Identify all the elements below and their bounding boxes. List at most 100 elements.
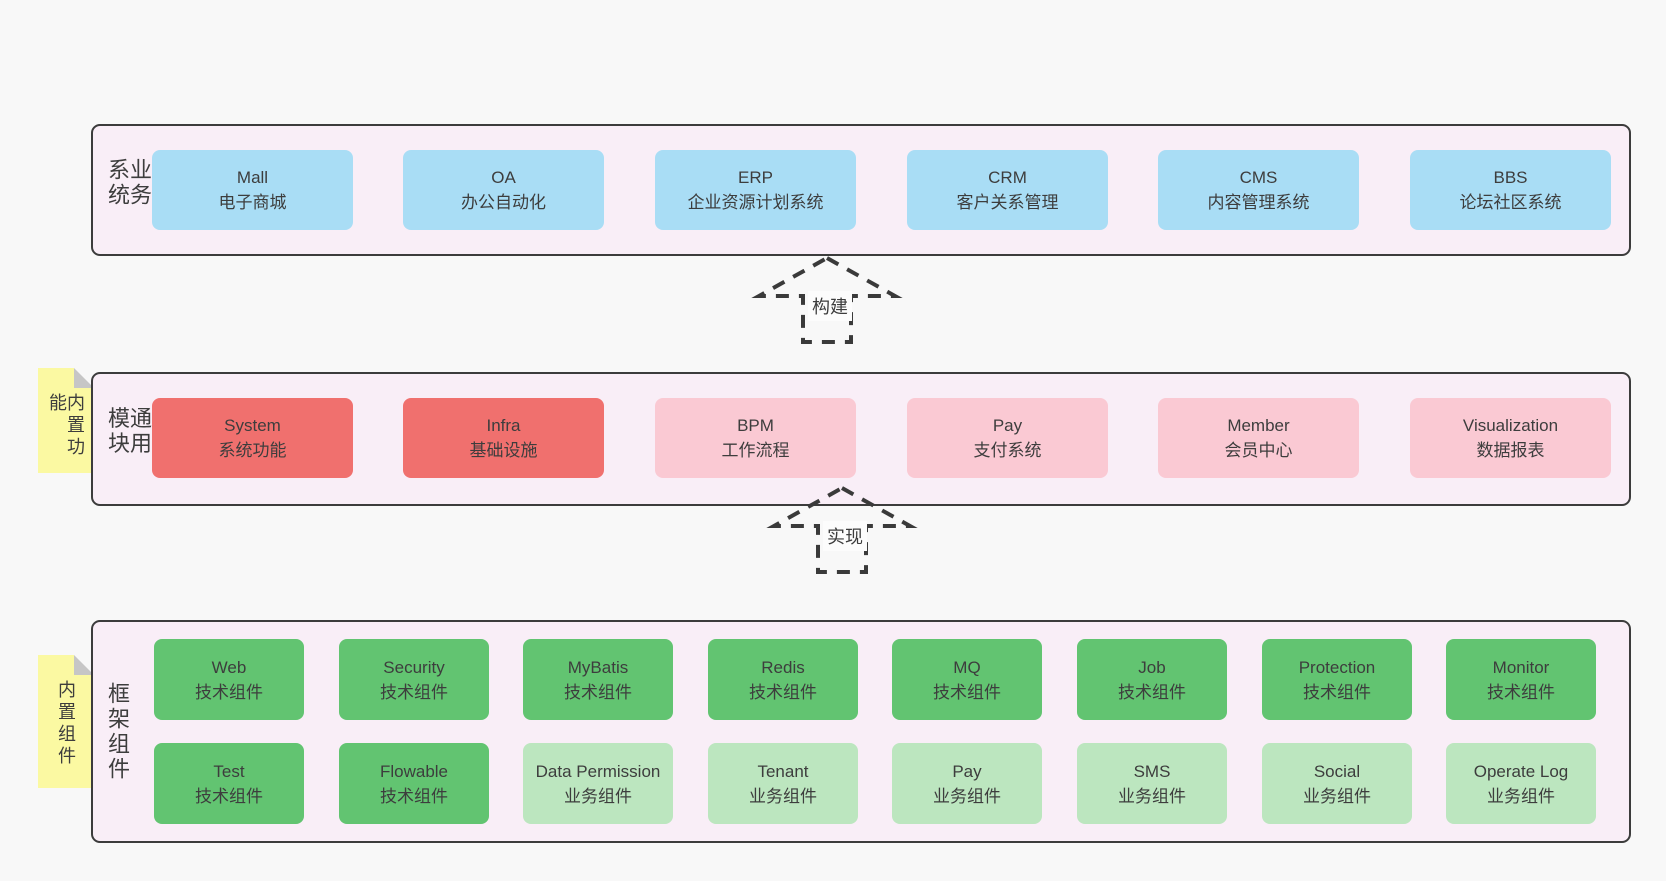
box-desc: 技术组件: [380, 682, 448, 702]
dashed-up-arrow-icon: [751, 255, 903, 344]
box-desc: 技术组件: [749, 682, 817, 702]
box-name: Data Permission: [535, 761, 661, 781]
panel-framework-components: 框架组件 Web 技术组件 Security 技术组件 MyBatis 技术组件…: [91, 620, 1631, 843]
box-redis: Redis 技术组件: [708, 639, 858, 720]
box-name: MyBatis: [567, 657, 629, 677]
box-social: Social 业务组件: [1262, 743, 1412, 824]
box-sms: SMS 业务组件: [1077, 743, 1227, 824]
sticky-note-built-in-components: 内置组件: [38, 655, 94, 788]
box-desc: 技术组件: [1303, 682, 1371, 702]
box-visualization: Visualization 数据报表: [1410, 398, 1611, 478]
box-name: System: [224, 416, 281, 435]
box-name: OA: [491, 168, 516, 187]
box-cms: CMS 内容管理系统: [1158, 150, 1359, 230]
box-job: Job 技术组件: [1077, 639, 1227, 720]
box-desc: 技术组件: [933, 682, 1001, 702]
box-flowable: Flowable 技术组件: [339, 743, 489, 824]
panel-side-label: 框架组件: [105, 681, 130, 782]
box-erp: ERP 企业资源计划系统: [655, 150, 856, 230]
box-name: Social: [1313, 761, 1361, 781]
box-name: Tenant: [757, 761, 809, 781]
sticky-note-built-in-features: 内置功能: [38, 368, 94, 473]
box-name: BBS: [1493, 168, 1528, 187]
box-desc: 数据报表: [1476, 441, 1545, 460]
box-desc: 电子商城: [218, 193, 287, 212]
box-system: System 系统功能: [152, 398, 353, 478]
box-desc: 技术组件: [195, 682, 263, 702]
box-pay: Pay 支付系统: [907, 398, 1108, 478]
arrow-implement-up: 实现: [765, 482, 925, 577]
panel-business-systems: 业务系统 Mall 电子商城 OA 办公自动化 ERP 企业资源计划系统 CRM…: [91, 124, 1631, 256]
box-desc: 基础设施: [469, 441, 538, 460]
box-desc: 内容管理系统: [1207, 193, 1310, 212]
box-name: MQ: [953, 657, 981, 677]
box-name: CRM: [988, 168, 1027, 187]
arrow-build-up: 构建: [750, 252, 910, 347]
panel-common-modules: 通用模块 System 系统功能 Infra 基础设施 BPM 工作流程 Pay…: [91, 372, 1631, 506]
box-mybatis: MyBatis 技术组件: [523, 639, 673, 720]
sticky-note-label: 内置功能: [47, 393, 85, 459]
box-protection: Protection 技术组件: [1262, 639, 1412, 720]
box-desc: 业务组件: [1487, 786, 1555, 806]
box-desc: 技术组件: [195, 786, 263, 806]
box-name: Pay: [952, 761, 982, 781]
panel-side-label: 通用模块: [105, 406, 152, 457]
box-name: Flowable: [379, 761, 449, 781]
box-bbs: BBS 论坛社区系统: [1410, 150, 1611, 230]
box-desc: 会员中心: [1224, 441, 1293, 460]
panel-side-label: 业务系统: [105, 158, 152, 208]
box-mq: MQ 技术组件: [892, 639, 1042, 720]
box-name: Redis: [761, 657, 805, 677]
box-desc: 技术组件: [564, 682, 632, 702]
box-operate-log: Operate Log 业务组件: [1446, 743, 1596, 824]
arrow-label: 构建: [808, 291, 852, 321]
box-desc: 论坛社区系统: [1459, 193, 1562, 212]
box-desc: 业务组件: [749, 786, 817, 806]
dashed-up-arrow-icon: [766, 485, 918, 574]
box-name: Test: [213, 761, 245, 781]
box-data-permission: Data Permission 业务组件: [523, 743, 673, 824]
box-oa: OA 办公自动化: [403, 150, 604, 230]
box-desc: 支付系统: [973, 441, 1042, 460]
box-name: Operate Log: [1473, 761, 1569, 781]
box-desc: 企业资源计划系统: [687, 193, 824, 212]
box-name: SMS: [1133, 761, 1171, 781]
box-desc: 客户关系管理: [956, 193, 1059, 212]
box-name: Protection: [1298, 657, 1376, 677]
box-name: Security: [383, 657, 445, 677]
box-crm: CRM 客户关系管理: [907, 150, 1108, 230]
arrow-label: 实现: [823, 521, 867, 551]
box-name: CMS: [1239, 168, 1278, 187]
box-desc: 技术组件: [1487, 682, 1555, 702]
box-name: Mall: [236, 168, 269, 187]
box-name: Job: [1138, 657, 1166, 677]
box-bpm: BPM 工作流程: [655, 398, 856, 478]
box-test: Test 技术组件: [154, 743, 304, 824]
box-web: Web 技术组件: [154, 639, 304, 720]
box-desc: 业务组件: [1303, 786, 1371, 806]
box-name: Monitor: [1492, 657, 1550, 677]
box-desc: 系统功能: [218, 441, 287, 460]
box-desc: 工作流程: [721, 441, 790, 460]
box-desc: 业务组件: [1118, 786, 1186, 806]
box-name: ERP: [738, 168, 773, 187]
box-pay-component: Pay 业务组件: [892, 743, 1042, 824]
box-security: Security 技术组件: [339, 639, 489, 720]
box-desc: 办公自动化: [461, 193, 546, 212]
box-desc: 业务组件: [564, 786, 632, 806]
box-name: Web: [211, 657, 247, 677]
box-name: Member: [1227, 416, 1290, 435]
box-desc: 业务组件: [933, 786, 1001, 806]
box-mall: Mall 电子商城: [152, 150, 353, 230]
sticky-note-label: 内置组件: [56, 680, 76, 768]
box-desc: 技术组件: [1118, 682, 1186, 702]
box-name: BPM: [737, 416, 774, 435]
box-member: Member 会员中心: [1158, 398, 1359, 478]
box-monitor: Monitor 技术组件: [1446, 639, 1596, 720]
box-name: Infra: [486, 416, 521, 435]
box-tenant: Tenant 业务组件: [708, 743, 858, 824]
box-name: Visualization: [1462, 416, 1559, 435]
box-desc: 技术组件: [380, 786, 448, 806]
box-infra: Infra 基础设施: [403, 398, 604, 478]
